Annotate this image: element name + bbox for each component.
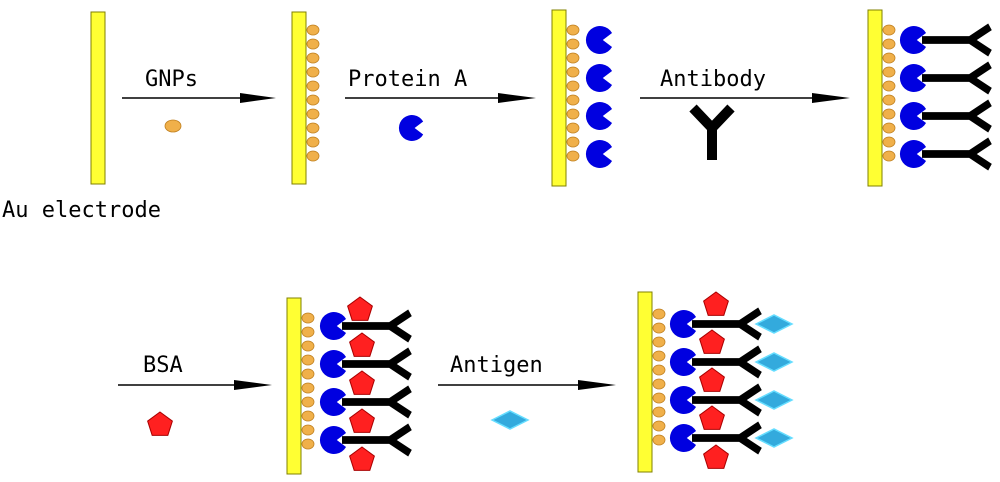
stage-gnp-electrode [291, 11, 320, 185]
gnp-layer [652, 308, 666, 446]
protein-a-layer [899, 26, 927, 168]
arrow-antibody [640, 93, 850, 103]
au-electrode [286, 297, 302, 475]
gnp-layer [566, 24, 580, 162]
antibody-layer [922, 27, 990, 167]
gnp-layer [301, 312, 315, 450]
gnp-reagent [164, 119, 182, 133]
antibody-reagent [689, 104, 735, 160]
au-electrode [291, 11, 307, 185]
antigen-layer [755, 314, 793, 448]
au-electrode-label: Au electrode [2, 198, 161, 223]
au-electrode [551, 9, 567, 187]
bsa-reagent [147, 411, 173, 436]
arrow-gnps [122, 93, 276, 103]
protein-a-label: Protein A [348, 67, 467, 92]
bsa-layer [699, 291, 729, 469]
stage-bsa-electrode [286, 296, 410, 475]
au-electrode [90, 11, 106, 185]
antigen-reagent [491, 410, 529, 430]
gnps-label: GNPs [145, 67, 198, 92]
bsa-label: BSA [143, 353, 183, 378]
stage-antigen-electrode [637, 291, 793, 473]
protein-a-reagent [398, 115, 424, 141]
au-electrode [867, 9, 883, 187]
protein-a-layer [669, 310, 697, 452]
stage-protein-a-electrode [551, 9, 613, 187]
arrow-bsa [118, 380, 272, 390]
protein-a-layer [585, 26, 613, 168]
stage-bare-electrode [90, 11, 106, 185]
antigen-label: Antigen [450, 353, 543, 378]
gnp-layer [306, 24, 320, 162]
antibody-label: Antibody [660, 67, 766, 92]
au-electrode [637, 291, 653, 473]
stage-antibody-electrode [867, 9, 990, 187]
gnp-layer [882, 24, 896, 162]
arrow-protein-a [345, 93, 536, 103]
arrow-antigen [438, 380, 616, 390]
protein-a-layer [319, 312, 347, 454]
